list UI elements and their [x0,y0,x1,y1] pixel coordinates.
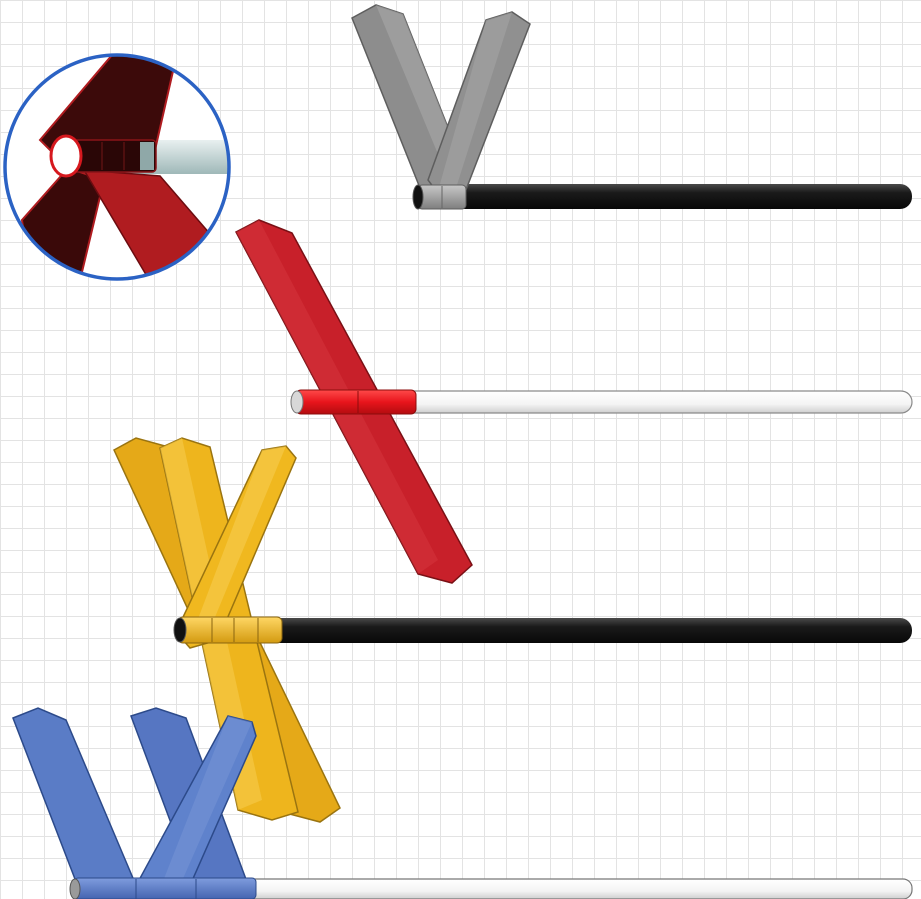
inset-rod-opening [49,134,83,178]
blue-hinge-assembly [12,707,913,899]
gray-rod-end-cap [412,184,424,210]
hinge-detail-magnifier [3,53,231,281]
gray-assembly-rod [420,184,912,209]
yellow-rod-end-cap [173,617,187,643]
red-hinge-hub [295,389,417,415]
blue-blade-cross-face [156,716,252,899]
yellow-hinge-hub [177,616,283,644]
yellow-assembly-rod [180,618,912,643]
gray-blade-right-face [440,12,512,188]
red-rod-end-cap [290,390,304,414]
blue-rod-end-cap [69,878,81,899]
red-hinge-assembly [234,219,913,584]
inset-ring [3,53,231,281]
blue-hinge-hub [73,877,257,899]
gray-hinge-assembly [351,4,912,210]
yellow-blade-cross-face [190,446,286,640]
inset-hub-grey-end [140,142,154,170]
blue-blade-left [12,707,140,899]
yellow-hinge-assembly [113,437,912,823]
